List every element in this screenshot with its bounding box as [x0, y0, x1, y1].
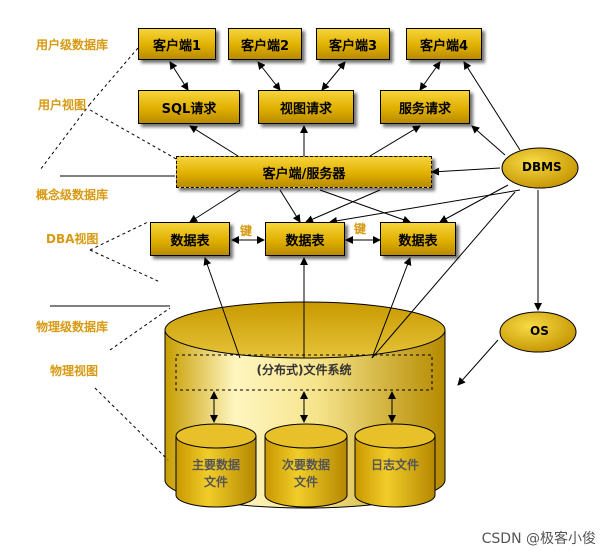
store-main-line2: 文件 — [203, 475, 228, 489]
store-secondary-label: 次要数据 文件 — [265, 457, 347, 491]
label-user-view: 用户视图 — [38, 98, 87, 112]
store-main-line1: 主要数据 — [191, 458, 240, 472]
dbms-node — [501, 147, 579, 189]
label-concept-db: 概念级数据库 — [36, 188, 109, 202]
client-1: 客户端1 — [138, 28, 216, 60]
data-table-2: 数据表 — [265, 222, 345, 256]
store-log-label: 日志文件 — [355, 457, 435, 474]
data-table-1: 数据表 — [150, 222, 230, 256]
dbms-label: DBMS — [522, 160, 562, 174]
connection-arrows — [169, 61, 542, 423]
data-table-3: 数据表 — [380, 222, 456, 256]
service-request: 服务请求 — [380, 90, 470, 124]
os-label: OS — [530, 324, 549, 338]
label-physical-db: 物理级数据库 — [36, 320, 109, 334]
view-request: 视图请求 — [258, 90, 354, 124]
key-label-2: 键 — [354, 222, 367, 236]
file-system-box — [175, 354, 433, 391]
store-log-line1: 日志文件 — [370, 458, 419, 472]
key-label-1: 键 — [240, 224, 253, 238]
os-node — [499, 311, 577, 353]
client-server-bar: 客户端/服务器 — [176, 156, 432, 188]
file-system-label: (分布式)文件系统 — [256, 363, 352, 377]
sql-request: SQL请求 — [138, 90, 240, 124]
store-main-label: 主要数据 文件 — [176, 457, 256, 491]
level-separators — [39, 47, 179, 461]
client-4: 客户端4 — [406, 28, 482, 60]
client-2: 客户端2 — [228, 28, 302, 60]
store-secondary-line1: 次要数据 — [281, 458, 330, 472]
store-log-file — [354, 423, 436, 508]
store-secondary-data — [264, 423, 348, 508]
store-main-data — [175, 423, 257, 508]
label-user-db: 用户级数据库 — [36, 38, 109, 52]
label-physical-view: 物理视图 — [50, 364, 99, 378]
client-3: 客户端3 — [316, 28, 390, 60]
store-secondary-line2: 文件 — [293, 475, 318, 489]
watermark: CSDN @极客小俊 — [481, 531, 596, 547]
label-dba-view: DBA视图 — [46, 232, 99, 246]
